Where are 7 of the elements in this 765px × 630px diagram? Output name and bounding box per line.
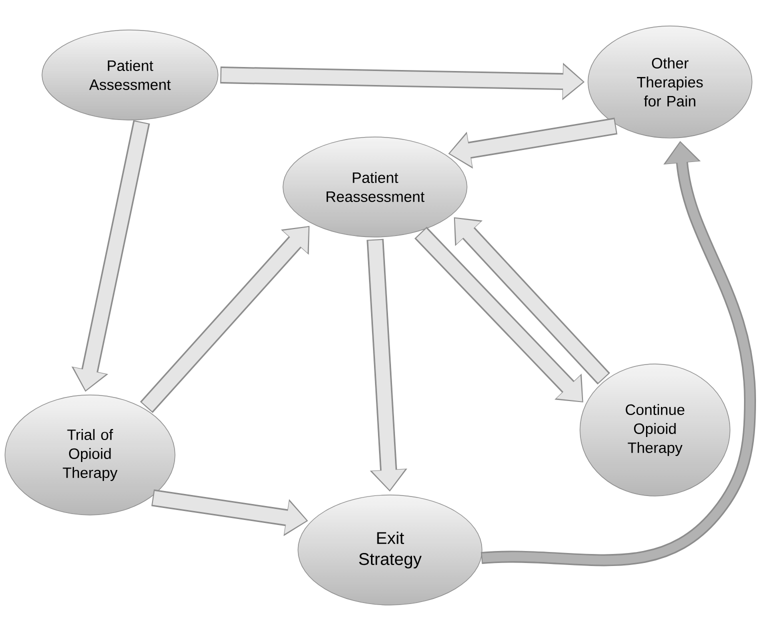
ellipse-node: Other Therapies for Pain [588,26,752,138]
ellipse-node: Patient Assessment [42,30,218,120]
ellipse-node: Continue Opioid Therapy [580,364,730,496]
block-arrow [414,226,584,402]
ellipse-node: Trial of Opioid Therapy [4,394,176,516]
ellipse-node: Exit Strategy [298,494,482,606]
ellipse-node: Patient Reassessment [282,136,468,238]
